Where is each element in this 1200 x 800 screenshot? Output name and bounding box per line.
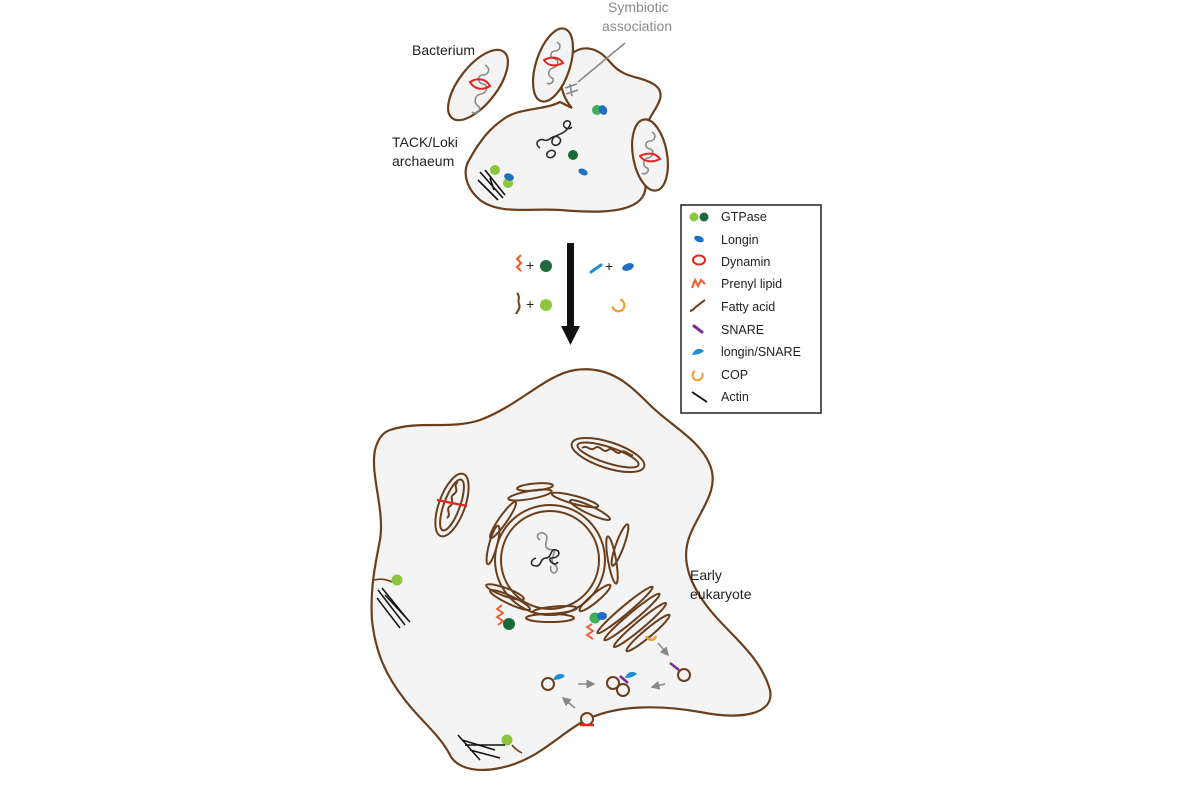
plus-sign: + xyxy=(526,296,534,312)
snare-mark xyxy=(619,675,629,684)
golgi xyxy=(596,585,671,653)
vesicle-trafficking xyxy=(541,642,691,727)
gtpase-light-dot xyxy=(490,165,500,175)
symbiotic-label-line1: Symbiotic xyxy=(608,0,669,15)
longin-icon xyxy=(694,235,704,243)
snare-mark xyxy=(669,662,680,671)
eukaryote-cell xyxy=(370,368,772,772)
longin-icon xyxy=(622,263,634,271)
longin-mark xyxy=(597,612,607,620)
nucleus-er xyxy=(485,482,630,623)
vesicle xyxy=(616,683,630,697)
vesicle xyxy=(606,676,620,690)
mitochondrion xyxy=(570,436,646,474)
longin-mark xyxy=(598,105,608,115)
legend-label: SNARE xyxy=(721,323,764,337)
archaeum-dna xyxy=(536,120,573,159)
longin-mark xyxy=(504,173,514,181)
legend-label: Dynamin xyxy=(721,255,770,269)
bacterium-label: Bacterium xyxy=(412,42,475,58)
symbiotic-label-line2: association xyxy=(602,18,672,34)
fatty-acid-icon xyxy=(689,299,706,312)
longin-snare-icon xyxy=(692,348,704,355)
snare-icon xyxy=(692,324,704,334)
cop-icon xyxy=(611,298,626,313)
ingredient-fatty-acid-gtpase: + xyxy=(515,292,552,315)
legend-label: Prenyl lipid xyxy=(721,277,782,291)
mitochondrion xyxy=(434,472,470,538)
vesicle xyxy=(677,668,691,682)
cop-icon xyxy=(691,370,704,382)
ingredient-prenyl-gtpase: + xyxy=(515,254,552,273)
plus-sign: + xyxy=(526,257,534,273)
archaeum-label-line2: archaeum xyxy=(392,153,454,169)
bacterium-left xyxy=(447,48,509,122)
gtpase-light-icon xyxy=(540,299,552,311)
prenyl-lipid-anchor xyxy=(495,604,505,626)
fatty-acid-icon xyxy=(515,292,521,315)
legend-label: GTPase xyxy=(721,210,767,224)
gtpase-dark-dot xyxy=(568,150,578,160)
legend-label: COP xyxy=(721,368,748,382)
symbiotic-pointer-line xyxy=(577,42,626,83)
longin-snare-mark xyxy=(625,671,637,678)
fatty-acid-anchor xyxy=(511,744,523,754)
longin-snare-mark xyxy=(553,673,565,680)
gtpase-dark-icon xyxy=(540,260,552,272)
plus-sign: + xyxy=(605,258,613,274)
fatty-acid-anchor xyxy=(373,578,393,583)
legend-label: Fatty acid xyxy=(721,300,775,314)
legend-label: longin/SNARE xyxy=(721,345,801,359)
bacterium-middle xyxy=(531,27,575,103)
prenyl-lipid-anchor xyxy=(585,623,595,640)
gtpase-light-dot xyxy=(501,734,513,746)
symbiotic-contact-mark xyxy=(564,83,579,97)
bacterium-right xyxy=(631,118,669,192)
actin-icon xyxy=(691,391,708,403)
legend-box xyxy=(680,204,822,414)
trafficking-arrow xyxy=(561,697,576,709)
snare-fragment-icon xyxy=(589,263,603,274)
legend-label: Actin xyxy=(721,390,749,404)
gtpase-dark-dot xyxy=(503,618,515,630)
archaeum-cell xyxy=(464,47,662,213)
archaeum-label-line1: TACK/Loki xyxy=(392,134,458,150)
trafficking-arrow xyxy=(657,642,669,657)
gtpase-light-dot xyxy=(391,574,403,586)
vesicle xyxy=(541,677,555,691)
vesicle xyxy=(580,712,594,726)
ingredient-longin-snare: + xyxy=(589,258,634,274)
prenyl-lipid-icon xyxy=(515,254,523,272)
gtpase-icon xyxy=(689,212,709,222)
eukaryote-label-line2: eukaryote xyxy=(690,586,752,602)
dynamin-ring xyxy=(436,498,468,508)
trafficking-arrow xyxy=(650,680,666,690)
actin-filaments xyxy=(477,169,506,201)
longin-mark xyxy=(578,168,588,176)
actin-filaments xyxy=(457,734,505,761)
evolution-arrow xyxy=(561,243,580,345)
cop-coat xyxy=(644,635,658,641)
prenyl-lipid-icon xyxy=(691,277,706,289)
dynamin-icon xyxy=(692,254,706,266)
eukaryote-label-line1: Early xyxy=(690,567,722,583)
legend-label: Longin xyxy=(721,233,759,247)
nucleus-dna xyxy=(530,531,560,574)
actin-filaments xyxy=(376,587,411,629)
legend: GTPase Longin Dynamin Prenyl lipid Fatty… xyxy=(680,204,822,414)
